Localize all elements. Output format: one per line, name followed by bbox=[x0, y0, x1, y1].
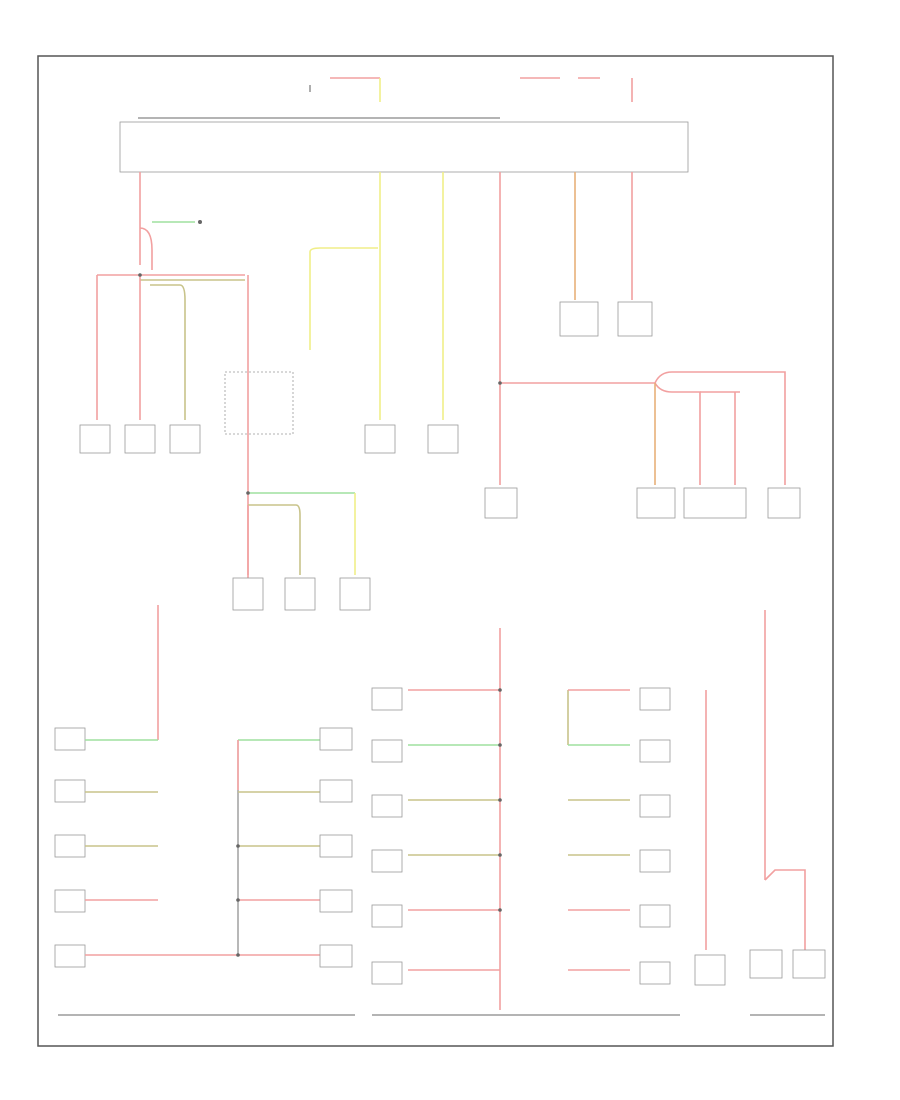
component-box bbox=[636, 487, 676, 519]
component-box bbox=[427, 424, 459, 454]
fuse-panel bbox=[119, 121, 689, 173]
component-box bbox=[559, 301, 599, 337]
component-box bbox=[339, 577, 371, 611]
component-box bbox=[484, 487, 518, 519]
component-box bbox=[284, 577, 316, 611]
component-box bbox=[232, 577, 264, 611]
control-module bbox=[224, 371, 294, 435]
component-box bbox=[683, 487, 747, 519]
component-box bbox=[79, 424, 111, 454]
diagram-frame bbox=[37, 55, 834, 1047]
component-box bbox=[169, 424, 201, 454]
component-box bbox=[767, 487, 801, 519]
component-box bbox=[124, 424, 156, 454]
component-box bbox=[617, 301, 653, 337]
component-box bbox=[364, 424, 396, 454]
